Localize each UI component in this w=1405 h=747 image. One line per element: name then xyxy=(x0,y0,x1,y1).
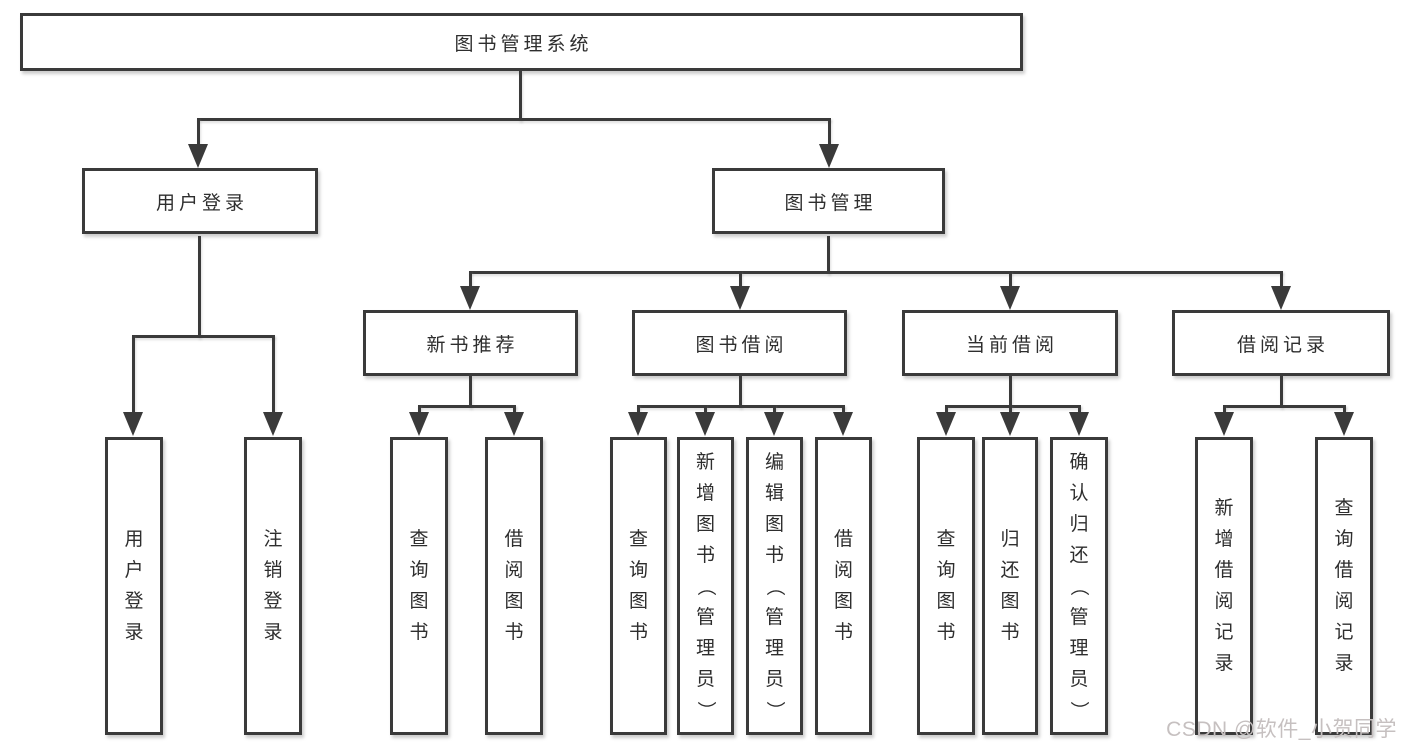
arrowhead-icon xyxy=(730,286,750,310)
node-borrowing-records-label: 借阅记录 xyxy=(1236,334,1329,356)
leaf-borrow-books-b: 借阅图书 xyxy=(815,437,872,735)
leaf-confirm-return-admin: 确认归还（管理员） xyxy=(1050,437,1108,735)
arrowhead-icon xyxy=(188,144,208,168)
connector-user-login-stem xyxy=(198,236,201,338)
connector-to-leaf-user-login xyxy=(132,335,135,415)
connector-split-user-login xyxy=(132,335,275,338)
connector-to-new-book xyxy=(469,271,472,292)
leaf-logout-login: 注销登录 xyxy=(244,437,302,735)
node-new-book-recommendation: 新书推荐 xyxy=(363,310,578,376)
node-book-borrowing: 图书借阅 xyxy=(632,310,847,376)
arrowhead-icon xyxy=(1069,412,1089,436)
leaf-confirm-return-admin-label: 确认归还（管理员） xyxy=(1068,451,1090,720)
connector-book-management-stem xyxy=(827,236,830,274)
leaf-user-login-label: 用户登录 xyxy=(124,529,144,643)
connector-split-new-book xyxy=(418,405,516,408)
arrowhead-icon xyxy=(1214,412,1234,436)
leaf-add-borrow-record-label: 新增借阅记录 xyxy=(1214,498,1234,674)
connector-borrowing-records-stem xyxy=(1280,376,1283,408)
leaf-return-books: 归还图书 xyxy=(982,437,1038,735)
connector-split-borrowing-records xyxy=(1223,405,1346,408)
leaf-add-borrow-record: 新增借阅记录 xyxy=(1195,437,1253,735)
leaf-query-books-c-label: 查询图书 xyxy=(936,529,956,643)
arrowhead-icon xyxy=(263,412,283,436)
node-current-borrowing-label: 当前借阅 xyxy=(965,334,1058,356)
arrowhead-icon xyxy=(628,412,648,436)
leaf-query-books-a: 查询图书 xyxy=(390,437,448,735)
arrowhead-icon xyxy=(504,412,524,436)
arrowhead-icon xyxy=(936,412,956,436)
node-root-label: 图书管理系统 xyxy=(454,33,593,55)
connector-to-user-login xyxy=(197,118,200,146)
node-book-management-label: 图书管理 xyxy=(784,192,877,214)
arrowhead-icon xyxy=(1000,412,1020,436)
arrowhead-icon xyxy=(409,412,429,436)
connector-split-book-borrowing xyxy=(637,405,845,408)
connector-to-leaf-logout xyxy=(272,335,275,415)
connector-split-level2 xyxy=(197,118,831,121)
leaf-query-books-a-label: 查询图书 xyxy=(409,529,429,643)
node-user-login-label: 用户登录 xyxy=(155,192,248,214)
leaf-add-books-admin-label: 新增图书（管理员） xyxy=(694,451,716,720)
arrowhead-icon xyxy=(764,412,784,436)
leaf-query-books-b: 查询图书 xyxy=(610,437,667,735)
arrowhead-icon xyxy=(1000,286,1020,310)
node-root: 图书管理系统 xyxy=(20,13,1023,71)
leaf-query-borrow-record: 查询借阅记录 xyxy=(1315,437,1373,735)
leaf-edit-books-admin-label: 编辑图书（管理员） xyxy=(763,451,785,720)
node-book-borrowing-label: 图书借阅 xyxy=(695,334,788,356)
node-borrowing-records: 借阅记录 xyxy=(1172,310,1390,376)
connector-split-current-borrowing xyxy=(945,405,1081,408)
arrowhead-icon xyxy=(833,412,853,436)
connector-to-book-borrowing xyxy=(739,271,742,292)
node-book-management: 图书管理 xyxy=(712,168,945,234)
leaf-borrow-books-a: 借阅图书 xyxy=(485,437,543,735)
leaf-borrow-books-a-label: 借阅图书 xyxy=(504,529,524,643)
connector-to-borrowing-records xyxy=(1280,271,1283,292)
leaf-user-login: 用户登录 xyxy=(105,437,163,735)
arrowhead-icon xyxy=(1334,412,1354,436)
arrowhead-icon xyxy=(819,144,839,168)
arrowhead-icon xyxy=(123,412,143,436)
leaf-borrow-books-b-label: 借阅图书 xyxy=(833,529,853,643)
leaf-return-books-label: 归还图书 xyxy=(1000,529,1020,643)
connector-new-book-stem xyxy=(469,376,472,408)
leaf-logout-login-label: 注销登录 xyxy=(263,529,283,643)
connector-split-level3 xyxy=(469,271,1283,274)
connector-root-stem xyxy=(519,71,522,121)
arrowhead-icon xyxy=(1271,286,1291,310)
leaf-query-books-c: 查询图书 xyxy=(917,437,975,735)
node-new-book-recommendation-label: 新书推荐 xyxy=(426,334,519,356)
arrowhead-icon xyxy=(460,286,480,310)
connector-to-book-management xyxy=(828,118,831,146)
connector-book-borrowing-stem xyxy=(739,376,742,408)
watermark: CSDN @软件_小贺同学 xyxy=(1166,718,1397,741)
node-current-borrowing: 当前借阅 xyxy=(902,310,1118,376)
leaf-query-borrow-record-label: 查询借阅记录 xyxy=(1334,498,1354,674)
connector-to-current-borrowing xyxy=(1009,271,1012,292)
node-user-login: 用户登录 xyxy=(82,168,318,234)
leaf-edit-books-admin: 编辑图书（管理员） xyxy=(746,437,803,735)
leaf-add-books-admin: 新增图书（管理员） xyxy=(677,437,734,735)
arrowhead-icon xyxy=(695,412,715,436)
leaf-query-books-b-label: 查询图书 xyxy=(628,529,648,643)
connector-current-borrowing-stem xyxy=(1009,376,1012,408)
